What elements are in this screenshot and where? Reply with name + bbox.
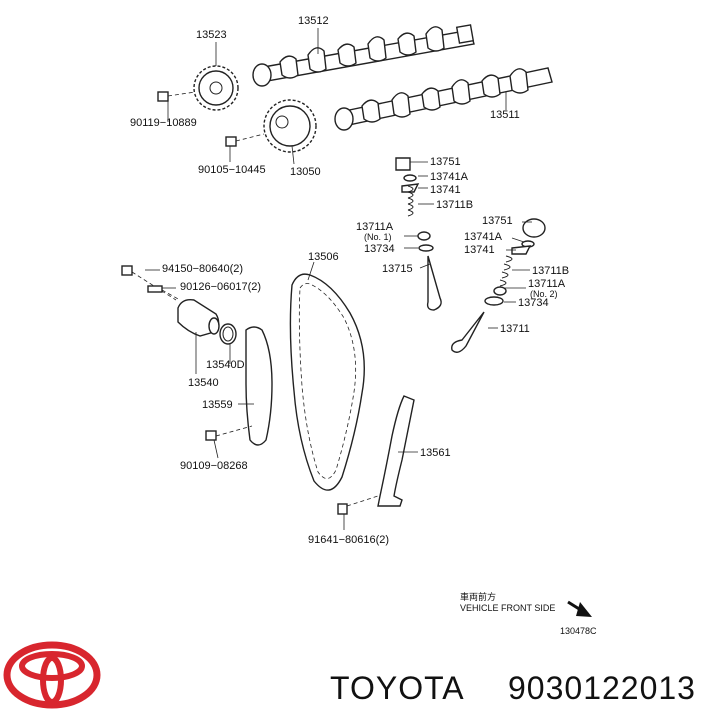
vvt-gear-13050: [263, 99, 317, 153]
bolt-90105: [225, 133, 265, 147]
timing-chain-13506: [289, 273, 365, 491]
bolt-90109: [205, 425, 253, 441]
slipper-13559: [245, 326, 273, 446]
label-90126: 90126−06017(2): [180, 281, 261, 293]
label-13751-mid: 13751: [482, 215, 513, 227]
label-90109: 90109−08268: [180, 460, 248, 472]
camshaft-13512: [252, 24, 475, 87]
label-13711B-top: 13711B: [436, 199, 473, 211]
toyota-logo-icon: [3, 641, 101, 709]
figure-code: 130478C: [560, 626, 597, 636]
bolt-90119: [157, 91, 196, 102]
valve-group-lower: [451, 218, 546, 353]
label-13559: 13559: [202, 399, 233, 411]
label-94150: 94150−80640(2): [162, 263, 243, 275]
direction-jp: 車両前方: [460, 591, 496, 602]
label-13561: 13561: [420, 447, 451, 459]
label-13741-top: 13741: [430, 184, 461, 196]
guide-13561: [377, 395, 415, 507]
footer-part-number: 9030122013: [508, 670, 696, 706]
leader-lines: [145, 28, 532, 530]
label-13540: 13540: [188, 377, 219, 389]
label-13741A-top: 13741A: [430, 171, 469, 183]
label-13741-mid: 13741: [464, 244, 495, 256]
valve-group-upper: [395, 157, 442, 311]
label-90119: 90119−10889: [130, 117, 197, 129]
label-13751-top: 13751: [430, 156, 461, 168]
label-13711A-no1-note: (No. 1): [364, 232, 392, 242]
bolt-90126: [147, 285, 181, 301]
label-13523: 13523: [196, 29, 227, 41]
arrow-icon: [567, 600, 592, 617]
label-13050: 13050: [290, 166, 321, 178]
label-13734-top: 13734: [364, 243, 395, 255]
label-13512: 13512: [298, 15, 329, 27]
bolt-91641: [337, 495, 379, 515]
label-13540D: 13540D: [206, 359, 245, 371]
callout-labels: 13523 13512 90119−10889 13511 90105−1044…: [130, 15, 569, 546]
label-13711: 13711: [500, 323, 530, 335]
sprocket-13523: [193, 65, 239, 111]
o-ring-13540D: [219, 323, 237, 345]
label-13741A-mid: 13741A: [464, 231, 503, 243]
label-13715: 13715: [382, 263, 413, 275]
label-13711A-no2: 13711A: [528, 278, 566, 290]
label-13511: 13511: [490, 109, 520, 121]
direction-note: 車両前方 VEHICLE FRONT SIDE 130478C: [460, 591, 597, 636]
label-13711B-mid: 13711B: [532, 265, 569, 277]
label-90105: 90105−10445: [198, 164, 266, 176]
tensioner-13540: [177, 298, 220, 337]
label-91641: 91641−80616(2): [308, 534, 389, 546]
label-13506: 13506: [308, 251, 339, 263]
camshaft-13511: [334, 67, 553, 131]
label-13734-mid: 13734: [518, 297, 549, 309]
label-13711A-no2-note: (No. 2): [530, 289, 558, 299]
direction-en: VEHICLE FRONT SIDE: [460, 603, 555, 613]
bolt-94150: [121, 265, 177, 301]
footer-brand: TOYOTA: [330, 670, 465, 706]
label-13711A-no1: 13711A: [356, 221, 394, 233]
